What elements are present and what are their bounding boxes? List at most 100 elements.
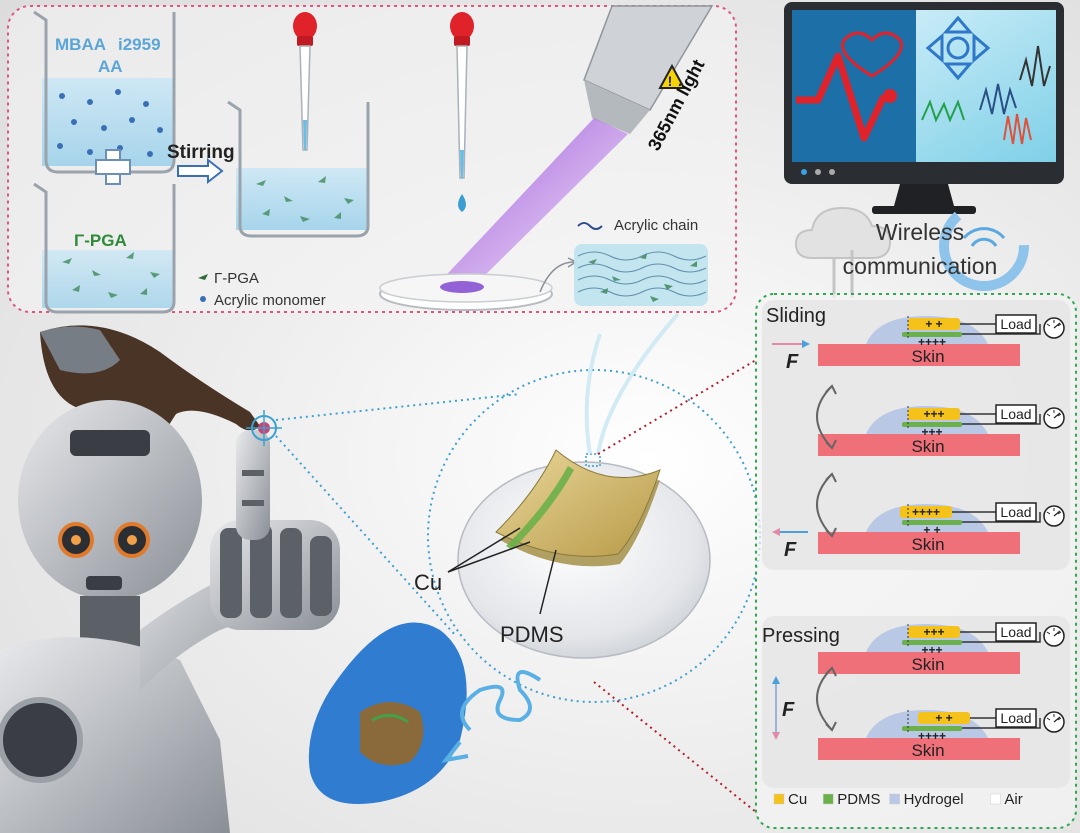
synthesis-legend: Γ-PGA Acrylic monomer — [198, 270, 326, 309]
cu-charge: + + — [935, 711, 952, 725]
force-pressing: F — [772, 676, 795, 740]
spiral-arrow-icon — [460, 670, 542, 732]
cu-strip — [908, 626, 960, 638]
chain-legend-label: Acrylic chain — [614, 217, 698, 234]
signal-red — [1003, 113, 1032, 145]
pdms-strip — [902, 640, 962, 645]
meter-icon — [1043, 317, 1065, 339]
meter-icon — [1043, 505, 1065, 527]
skin-bar — [818, 434, 1020, 456]
sync-icon — [939, 201, 1029, 291]
material-legend: Cu PDMS Hydrogel Air — [773, 791, 1023, 808]
stirring-label: Stirring — [167, 142, 235, 163]
beaker-reagents: MBAA i2959 AA — [33, 10, 176, 174]
cloud-icon — [794, 206, 892, 259]
wifi-icon — [962, 227, 1006, 247]
skin-label: Skin — [911, 535, 944, 554]
pdms-strip — [902, 332, 962, 337]
monitor — [784, 2, 1064, 214]
reagent-mbaa: MBAA — [55, 35, 106, 54]
legend-swatch — [773, 793, 785, 805]
pdms-charge: +++ — [921, 425, 942, 439]
wireless-line1: Wireless — [876, 219, 964, 245]
legend-label: Hydrogel — [904, 791, 964, 808]
wireless-line2: communication — [843, 253, 998, 279]
force-sliding-left: F — [772, 528, 808, 561]
pga-label: Γ-PGA — [74, 231, 127, 250]
legend-swatch — [822, 793, 834, 805]
cu-strip — [908, 318, 960, 330]
plus-icon — [95, 149, 131, 185]
pdms-strip — [902, 520, 962, 525]
sliding-state-2: Skin++++++Load — [818, 404, 1065, 456]
load-label: Load — [1000, 710, 1031, 726]
force-label: F — [786, 351, 799, 373]
cu-strip — [918, 712, 970, 724]
pga-legend-icon — [198, 274, 208, 280]
pdms-label: PDMS — [500, 622, 564, 647]
cu-label: Cu — [414, 570, 442, 595]
force-sliding-right: F — [772, 340, 810, 373]
wireless-section: Wireless communication — [794, 201, 1029, 298]
svg-text:!: ! — [668, 73, 673, 89]
skin-label: Skin — [911, 655, 944, 674]
legend-monomer: Acrylic monomer — [214, 292, 326, 309]
petri-dish — [379, 273, 553, 311]
load-box — [995, 314, 1037, 334]
cu-charge: +++ — [923, 625, 944, 639]
legend-label: Air — [1004, 791, 1022, 808]
signal-dark — [1019, 45, 1051, 87]
skin-label: Skin — [911, 347, 944, 366]
skin-label: Skin — [911, 437, 944, 456]
skin-bar — [818, 738, 1020, 760]
chain-legend-icon — [577, 222, 603, 230]
legend-item-air: Air — [990, 791, 1023, 808]
load-box — [995, 404, 1037, 424]
skin-bar — [818, 344, 1020, 366]
pressing-state-1: Skin++++++Load — [818, 622, 1065, 674]
pdms-charge: ++++ — [918, 729, 946, 743]
sliding-state-1: Skin+ +++++Load — [818, 314, 1065, 366]
pdms-strip — [902, 422, 962, 427]
beaker-pga: Γ-PGA — [33, 182, 176, 314]
stirring-arrow-icon — [177, 157, 224, 185]
sliding-state-3: Skin+++++ +Load — [818, 502, 1065, 554]
sliding-title: Sliding — [766, 305, 826, 327]
skin-label: Skin — [911, 741, 944, 760]
skin-bar — [818, 532, 1020, 554]
legend-item-pdms: PDMS — [822, 791, 881, 808]
synthesis-border — [7, 5, 737, 313]
load-box — [995, 622, 1037, 642]
cu-charge: +++ — [923, 407, 944, 421]
legend-item-cu: Cu — [773, 791, 807, 808]
signal-blue — [979, 83, 1017, 115]
dropper-icon — [293, 12, 317, 151]
hydrogel-network: Acrylic chain — [539, 217, 708, 306]
skin-bar — [818, 652, 1020, 674]
uv-beam — [436, 118, 628, 290]
cu-strip — [900, 506, 952, 518]
cu-charge: + + — [925, 317, 942, 331]
cu-strip — [908, 408, 960, 420]
load-label: Load — [1000, 504, 1031, 520]
detail-lines — [593, 359, 757, 813]
heart-icon — [841, 31, 903, 78]
pdms-charge: + + — [923, 523, 940, 537]
pdms-strip — [902, 726, 962, 731]
mechanism-panel: Sliding Pressing Skin+ +++++LoadSkin++++… — [755, 293, 1077, 829]
load-label: Load — [1000, 406, 1031, 422]
legend-swatch — [889, 793, 900, 805]
load-box — [995, 502, 1037, 522]
reagent-aa: AA — [98, 57, 123, 76]
direction-pad-icon — [925, 15, 991, 81]
force-label-2: F — [784, 539, 797, 561]
heartbeat-line — [796, 52, 888, 142]
load-box — [995, 708, 1037, 728]
legend-label: Cu — [788, 791, 807, 808]
force-label-3: F — [782, 699, 795, 721]
dropper-2-icon — [450, 12, 474, 212]
robot-illustration — [0, 325, 340, 833]
